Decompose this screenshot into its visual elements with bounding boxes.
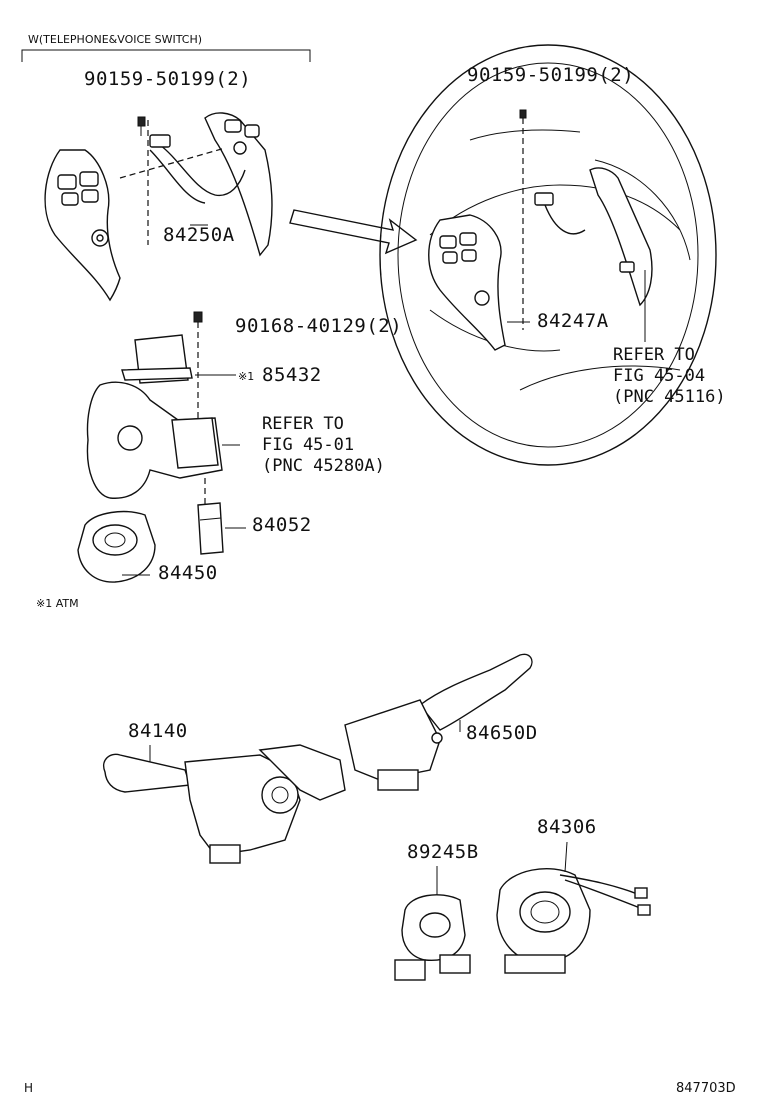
turn-signal-switch-illustration [103,744,346,864]
part-number-ignition-switch[interactable]: 84450 [158,562,218,584]
part-number-relay[interactable]: 85432 [262,364,322,386]
ref-wheel-line3: (PNC 45116) [613,387,726,407]
footer-right: 847703D [676,1081,736,1096]
reference-wheel[interactable]: REFER TO FIG 45-04 (PNC 45116) [613,345,726,408]
part-number-turn-signal-switch[interactable]: 84140 [128,720,188,742]
header-bracket [21,49,311,62]
switch-pad-left-illustration [44,112,273,302]
ref-wheel-line1: REFER TO [613,345,695,365]
footnote: ※1 ATM [36,597,79,610]
part-number-steering-sensor[interactable]: 89245B [407,841,479,863]
ref-column-line2: FIG 45-01 [262,435,355,455]
wiper-switch-illustration [344,653,533,791]
relay-illustration [121,311,236,420]
part-number-switch-pad-installed[interactable]: 84247A [537,310,609,332]
header-title: W(TELEPHONE&VOICE SWITCH) [28,33,203,46]
part-number-bolt-left[interactable]: 90159-50199(2) [84,68,252,90]
ref-wheel-line2: FIG 45-04 [613,366,706,386]
part-number-spiral-cable[interactable]: 84306 [537,816,597,838]
ref-column-line3: (PNC 45280A) [262,456,385,476]
column-housing-illustration [86,381,240,505]
ignition-switch-illustration [77,510,156,583]
sensor-illustration [197,502,246,555]
part-number-sensor[interactable]: 84052 [252,514,312,536]
part-number-switch-pad[interactable]: 84250A [163,224,235,246]
reference-column[interactable]: REFER TO FIG 45-01 (PNC 45280A) [262,414,385,477]
steering-wheel-illustration [379,44,717,466]
footer-left: H [24,1081,34,1095]
spiral-cable-illustration [496,841,651,974]
part-number-wiper-switch[interactable]: 84650D [466,722,538,744]
arrow-to-wheel [289,209,418,255]
ref-column-line1: REFER TO [262,414,344,434]
relay-marker: ※1 [238,370,255,383]
part-number-bolt-right[interactable]: 90159-50199(2) [467,64,635,86]
steering-sensor-illustration [394,866,471,981]
part-number-screw[interactable]: 90168-40129(2) [235,315,403,337]
